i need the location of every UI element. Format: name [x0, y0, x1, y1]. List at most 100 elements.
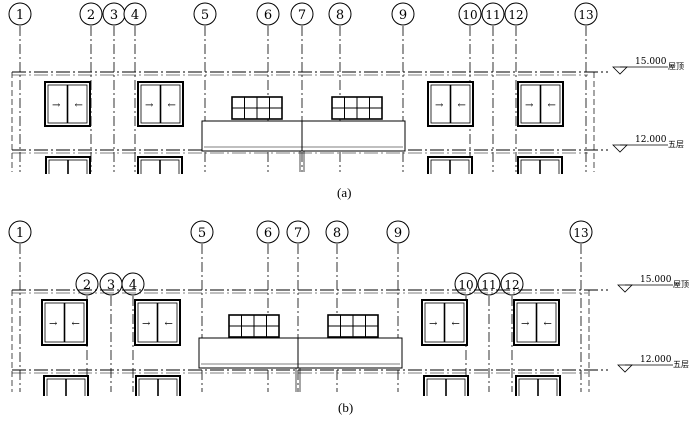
window-arrow-right: → — [145, 100, 154, 111]
axis-label-11: 11 — [481, 278, 496, 292]
axis-label-7: 7 — [294, 226, 302, 241]
axis-bubble-7 — [290, 2, 314, 26]
lower-window — [135, 375, 181, 396]
level-triangle — [612, 144, 628, 153]
axis-label-4: 4 — [131, 8, 139, 23]
axis-bubble-7 — [286, 220, 310, 244]
level-name: 五层 — [673, 360, 689, 369]
axis-label-4: 4 — [129, 278, 137, 293]
lower-window — [517, 156, 563, 174]
axis-label-1: 1 — [16, 226, 24, 241]
axis-label-13: 13 — [578, 8, 593, 22]
axis-bubble-6 — [256, 220, 280, 244]
axis-label-8: 8 — [336, 8, 344, 23]
level-name: 屋顶 — [668, 62, 684, 71]
sliding-window: →← — [44, 81, 91, 127]
axis-label-2: 2 — [83, 278, 91, 293]
lower-window — [427, 156, 473, 174]
window-arrow-left: ← — [544, 319, 552, 330]
axis-label-6: 6 — [264, 226, 272, 241]
balcony-window — [327, 314, 379, 338]
sliding-window: →← — [421, 299, 468, 346]
window-arrow-right: → — [435, 100, 444, 111]
balcony-window — [331, 96, 383, 120]
axis-bubble-4 — [123, 2, 147, 26]
axis-bubble-13 — [569, 220, 593, 244]
window-arrow-right: → — [49, 319, 58, 330]
axis-label-12: 12 — [508, 8, 523, 22]
level-triangle — [612, 66, 628, 75]
panel-b-caption: (b) — [338, 400, 354, 415]
window-arrow-right: → — [142, 319, 151, 330]
window-arrow-left: ← — [75, 100, 83, 111]
level-name: 屋顶 — [673, 280, 689, 289]
lower-window — [423, 375, 469, 396]
window-arrow-left: ← — [165, 319, 173, 330]
axis-bubble-1 — [8, 220, 32, 244]
axis-label-6: 6 — [264, 8, 272, 23]
lower-window — [43, 375, 89, 396]
axis-bubble-2 — [79, 2, 103, 26]
axis-bubble-5 — [190, 220, 214, 244]
lower-window — [45, 156, 91, 174]
axis-label-3: 3 — [110, 8, 118, 23]
axis-label-2: 2 — [87, 8, 95, 23]
axis-bubble-11 — [481, 2, 505, 26]
balcony-parapet — [201, 120, 406, 152]
panel-a-caption: (a) — [337, 185, 352, 200]
window-arrow-left: ← — [452, 319, 460, 330]
axis-label-10: 10 — [458, 278, 473, 292]
axis-bubble-8 — [325, 220, 349, 244]
axis-label-10: 10 — [462, 8, 477, 22]
window-arrow-right: → — [521, 319, 530, 330]
sliding-window: →← — [137, 81, 184, 127]
window-arrow-left: ← — [168, 100, 176, 111]
level-triangle — [617, 364, 633, 373]
axis-label-3: 3 — [107, 278, 115, 293]
window-arrow-right: → — [429, 319, 438, 330]
balcony-window — [228, 314, 280, 338]
axis-bubble-8 — [328, 2, 352, 26]
axis-label-5: 5 — [201, 8, 209, 23]
axis-label-5: 5 — [198, 226, 206, 241]
level-name: 五层 — [668, 140, 684, 149]
level-elevation: 12.000 — [640, 355, 672, 365]
axis-bubble-5 — [193, 2, 217, 26]
lower-window — [515, 375, 561, 396]
window-arrow-left: ← — [548, 100, 556, 111]
sliding-window: →← — [41, 299, 88, 346]
window-arrow-left: ← — [72, 319, 80, 330]
axis-bubble-12 — [504, 2, 528, 26]
sliding-window: →← — [427, 81, 474, 127]
lower-window — [137, 156, 183, 174]
axis-label-13: 13 — [573, 226, 588, 240]
axis-bubble-10 — [458, 2, 482, 26]
axis-label-7: 7 — [298, 8, 306, 23]
axis-label-11: 11 — [485, 8, 500, 22]
level-elevation: 15.000 — [640, 275, 672, 285]
level-elevation: 12.000 — [635, 135, 667, 145]
window-arrow-right: → — [525, 100, 534, 111]
level-triangle — [617, 284, 633, 293]
level-elevation: 15.000 — [635, 57, 667, 67]
axis-label-9: 9 — [394, 226, 402, 241]
axis-label-9: 9 — [399, 8, 407, 23]
balcony-window — [231, 96, 283, 120]
axis-bubble-6 — [256, 2, 280, 26]
window-arrow-left: ← — [458, 100, 466, 111]
axis-bubble-13 — [574, 2, 598, 26]
axis-bubble-1 — [8, 2, 32, 26]
axis-label-1: 1 — [16, 8, 24, 23]
axis-bubble-9 — [386, 220, 410, 244]
axis-label-12: 12 — [504, 278, 519, 292]
sliding-window: →← — [517, 81, 564, 127]
sliding-window: →← — [513, 299, 560, 346]
